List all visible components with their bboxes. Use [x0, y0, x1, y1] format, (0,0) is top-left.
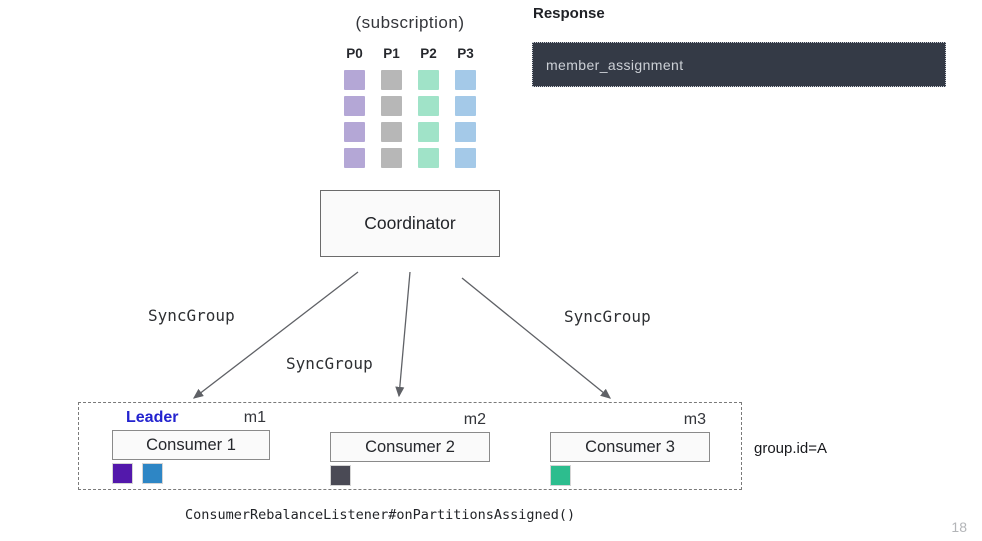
partition-record-square	[455, 148, 476, 168]
partition-record-square	[455, 70, 476, 90]
member-3-id: m3	[683, 411, 706, 428]
partition-record-square	[455, 122, 476, 142]
partition-record-square	[381, 122, 402, 142]
syncgroup-label-left: SyncGroup	[148, 306, 235, 325]
member-assignment-value: member_assignment	[546, 56, 684, 73]
partition-record-square	[344, 70, 365, 90]
subscription-grid: P0 P1 P2 P3	[344, 46, 476, 168]
partition-record-square	[455, 96, 476, 116]
coordinator-box: Coordinator	[320, 190, 500, 257]
consumer-2-box: Consumer 2	[330, 432, 490, 462]
subscription-label: (subscription)	[355, 13, 465, 32]
partition-record-square	[344, 96, 365, 116]
leader-label: Leader	[126, 409, 179, 426]
partition-record-square	[418, 148, 439, 168]
partition-record-square	[381, 96, 402, 116]
member-2: m2 Consumer 2	[330, 408, 490, 486]
footer-code: ConsumerRebalanceListener#onPartitionsAs…	[185, 507, 576, 523]
member-3: m3 Consumer 3	[550, 408, 710, 486]
assigned-partitions-3	[550, 465, 710, 486]
page-number: 18	[951, 519, 967, 535]
partition-record-square	[418, 122, 439, 142]
partition-label: P3	[457, 46, 474, 61]
partition-record-square	[418, 70, 439, 90]
partition-record-square	[418, 96, 439, 116]
partition-label: P2	[420, 46, 437, 61]
assigned-partitions-2	[330, 465, 490, 486]
consumer-group-box	[78, 402, 742, 490]
member-1-id: m1	[243, 409, 266, 426]
response-title: Response	[533, 5, 605, 22]
assigned-partition-square	[330, 465, 351, 486]
consumer-1-box: Consumer 1	[112, 430, 270, 460]
syncgroup-label-right: SyncGroup	[564, 307, 651, 326]
partition-record-square	[381, 148, 402, 168]
member-1: Leader m1 Consumer 1	[112, 406, 270, 484]
assigned-partition-square	[142, 463, 163, 484]
member-2-id: m2	[463, 411, 486, 428]
partition-record-square	[344, 122, 365, 142]
partition-label: P0	[346, 46, 363, 61]
consumer-3-box: Consumer 3	[550, 432, 710, 462]
assigned-partition-square	[112, 463, 133, 484]
group-id-label: group.id=A	[754, 440, 827, 457]
partition-record-square	[344, 148, 365, 168]
assigned-partition-square	[550, 465, 571, 486]
assigned-partitions-1	[112, 463, 270, 484]
syncgroup-label-middle: SyncGroup	[286, 354, 373, 373]
response-box: member_assignment	[532, 42, 946, 87]
partition-record-square	[381, 70, 402, 90]
partition-label: P1	[383, 46, 400, 61]
